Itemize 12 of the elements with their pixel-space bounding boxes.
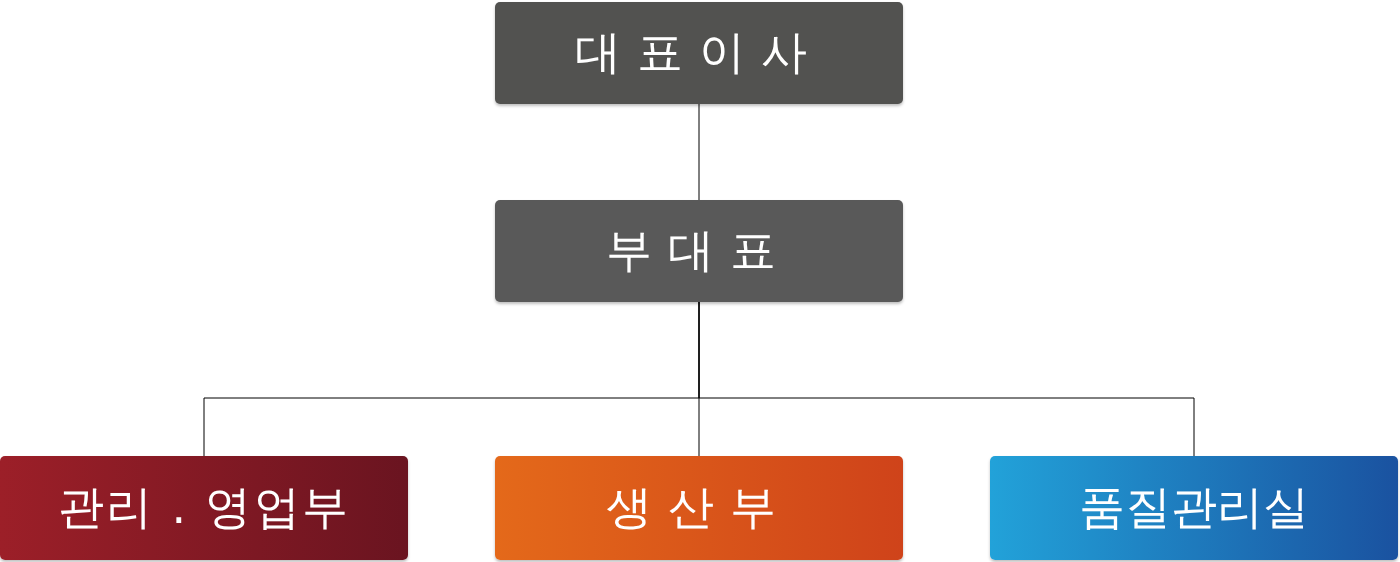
box-label: 대표이사 [574, 24, 824, 81]
box-label: 관리 . 영업부 [57, 479, 351, 536]
org-box [0, 456, 408, 560]
org-box [990, 456, 1398, 560]
org-box [495, 456, 903, 560]
org-box [495, 200, 903, 302]
org-box [495, 2, 903, 104]
box-label: 품질관리실 [1079, 479, 1309, 536]
box-label: 부대표 [605, 222, 793, 279]
connector-line [698, 103, 700, 201]
connector-line [698, 301, 1195, 457]
box-label: 생산부 [605, 479, 793, 536]
